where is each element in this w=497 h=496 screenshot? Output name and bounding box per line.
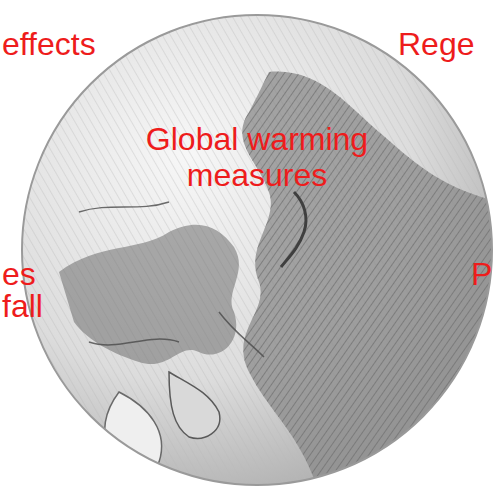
fragment-label: P	[471, 256, 492, 293]
globe-outline	[22, 15, 492, 485]
landmass	[169, 372, 220, 438]
fragment-label: fall	[2, 288, 43, 325]
globe-illustration	[19, 12, 495, 488]
island-stroke	[281, 192, 306, 267]
globe-title: Global warming measures	[122, 122, 392, 194]
landmass	[105, 392, 162, 471]
fragment-label: effects	[2, 26, 96, 63]
fragment-label: es	[2, 256, 36, 293]
fragment-label: Rege	[398, 26, 475, 63]
landmass	[59, 225, 239, 364]
globe-node: Global warming measures	[19, 12, 495, 488]
